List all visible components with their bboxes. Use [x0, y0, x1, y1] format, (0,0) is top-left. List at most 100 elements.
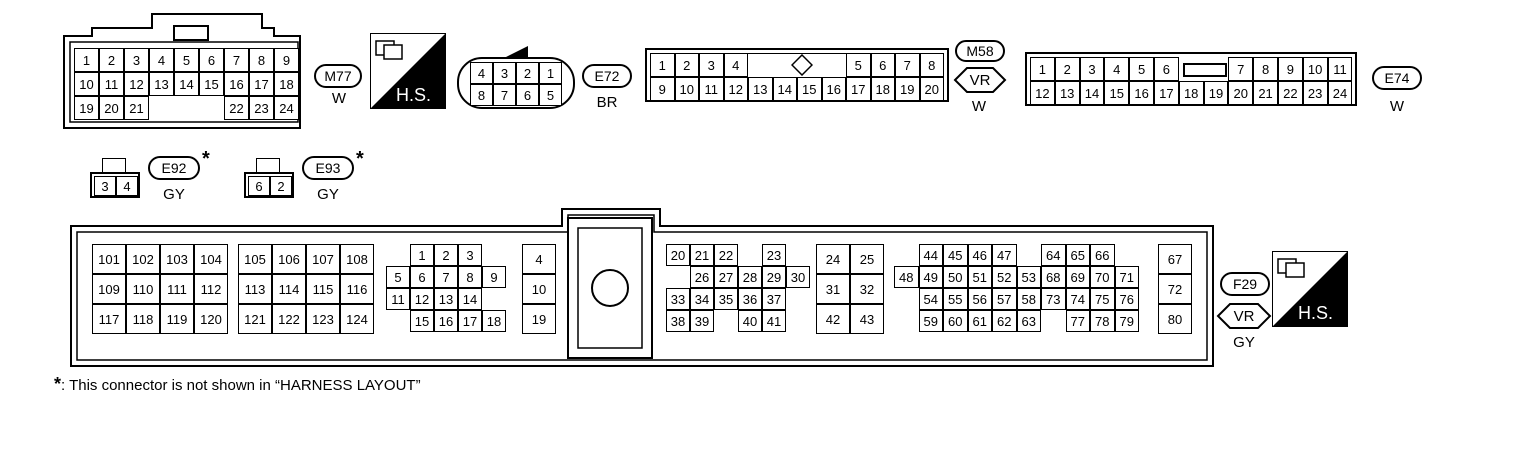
- footnote: *: This connector is not shown in “HARNE…: [54, 374, 421, 395]
- pin-cell: 17: [846, 77, 871, 101]
- pin-cell: 119: [160, 304, 194, 334]
- pin-cell: 37: [762, 288, 786, 310]
- pin-cell: 9: [482, 266, 506, 288]
- pin-cell: 6: [199, 48, 224, 72]
- pin-cell: 115: [306, 274, 340, 304]
- pin-cell: 24: [1327, 81, 1353, 105]
- pin-cell: 116: [340, 274, 374, 304]
- pin-cell: 114: [272, 274, 306, 304]
- hs-badge: H.S.: [370, 33, 446, 109]
- m58-key-icon: [791, 54, 813, 76]
- pin-cell: 15: [410, 310, 434, 332]
- pin-gap: [821, 53, 846, 77]
- pin-cell: 39: [690, 310, 714, 332]
- pin-cell: 50: [943, 266, 968, 288]
- pin-cell: 117: [92, 304, 126, 334]
- pin-cell: 14: [772, 77, 797, 101]
- pin-cell: 13: [149, 72, 174, 96]
- pin-cell: 6: [410, 266, 434, 288]
- connector-e74-id: E74: [1372, 66, 1422, 90]
- pin-cell: 7: [224, 48, 249, 72]
- pin-gap: [666, 266, 690, 288]
- pin-cell: 65: [1065, 244, 1090, 266]
- pin-cell: 12: [410, 288, 434, 310]
- pin-cell: 60: [943, 310, 968, 332]
- pin-cell: 121: [238, 304, 272, 334]
- connector-f29-id: F29: [1220, 272, 1270, 296]
- pin-cell: 5: [1129, 57, 1154, 81]
- pin-cell: 12: [124, 72, 149, 96]
- pin-cell: 15: [1104, 81, 1130, 105]
- pin-cell: 113: [238, 274, 272, 304]
- pin-cell: 13: [434, 288, 458, 310]
- connector-f29-shape-label: VR: [1233, 308, 1255, 325]
- pin-cell: 14: [458, 288, 482, 310]
- pin-cell: 6: [516, 84, 539, 106]
- pin-cell: 68: [1041, 266, 1066, 288]
- pin-cell: 24: [816, 244, 850, 274]
- pin-cell: 4: [522, 244, 556, 274]
- pin-cell: 29: [762, 266, 786, 288]
- pin-gap: [174, 96, 199, 120]
- pin-row: 4: [522, 244, 556, 274]
- pin-cell: 13: [1054, 81, 1080, 105]
- hs-badge-label: H.S.: [1298, 303, 1334, 323]
- pin-cell: 3: [699, 53, 724, 77]
- pin-cell: 67: [1158, 244, 1192, 274]
- pin-cell: 5: [174, 48, 199, 72]
- pin-cell: 26: [690, 266, 714, 288]
- connector-m58-vr-shape: [953, 67, 1007, 93]
- pin-cell: 17: [1153, 81, 1179, 105]
- pin-cell: 20: [919, 77, 944, 101]
- pin-gap: [894, 310, 919, 332]
- pin-cell: 66: [1090, 244, 1115, 266]
- pin-cell: 47: [992, 244, 1017, 266]
- pin-cell: 112: [194, 274, 228, 304]
- pin-cell: 76: [1114, 288, 1139, 310]
- pin-cell: 3: [124, 48, 149, 72]
- pin-cell: 16: [434, 310, 458, 332]
- pin-cell: 15: [199, 72, 224, 96]
- connector-e93-color: GY: [317, 186, 339, 203]
- pin-cell: 2: [1054, 57, 1080, 81]
- pin-cell: 61: [967, 310, 992, 332]
- pin-cell: 23: [249, 96, 274, 120]
- pin-cell: 21: [124, 96, 149, 120]
- pin-cell: 11: [699, 77, 724, 101]
- pin-cell: 11: [99, 72, 124, 96]
- connector-e92-id: E92: [148, 156, 200, 180]
- hs-badge-icon: [370, 33, 446, 109]
- pin-cell: 5: [539, 84, 562, 106]
- pin-cell: 78: [1090, 310, 1115, 332]
- pin-cell: 118: [126, 304, 160, 334]
- pin-cell: 12: [1030, 81, 1055, 105]
- pin-row: 10: [522, 274, 556, 304]
- connector-e72-color: BR: [596, 94, 618, 111]
- pin-cell: 42: [816, 304, 850, 334]
- pin-cell: 40: [738, 310, 762, 332]
- pin-cell: 3: [458, 244, 482, 266]
- pin-cell: 18: [274, 72, 299, 96]
- pin-cell: 4: [723, 53, 748, 77]
- pin-gap: [748, 53, 773, 77]
- pin-row: 80: [1158, 304, 1192, 334]
- pin-cell: 9: [650, 77, 675, 101]
- pin-cell: 21: [1253, 81, 1278, 105]
- pin-cell: 13: [748, 77, 773, 101]
- pin-cell: 28: [738, 266, 762, 288]
- connector-e72-id: E72: [582, 64, 632, 88]
